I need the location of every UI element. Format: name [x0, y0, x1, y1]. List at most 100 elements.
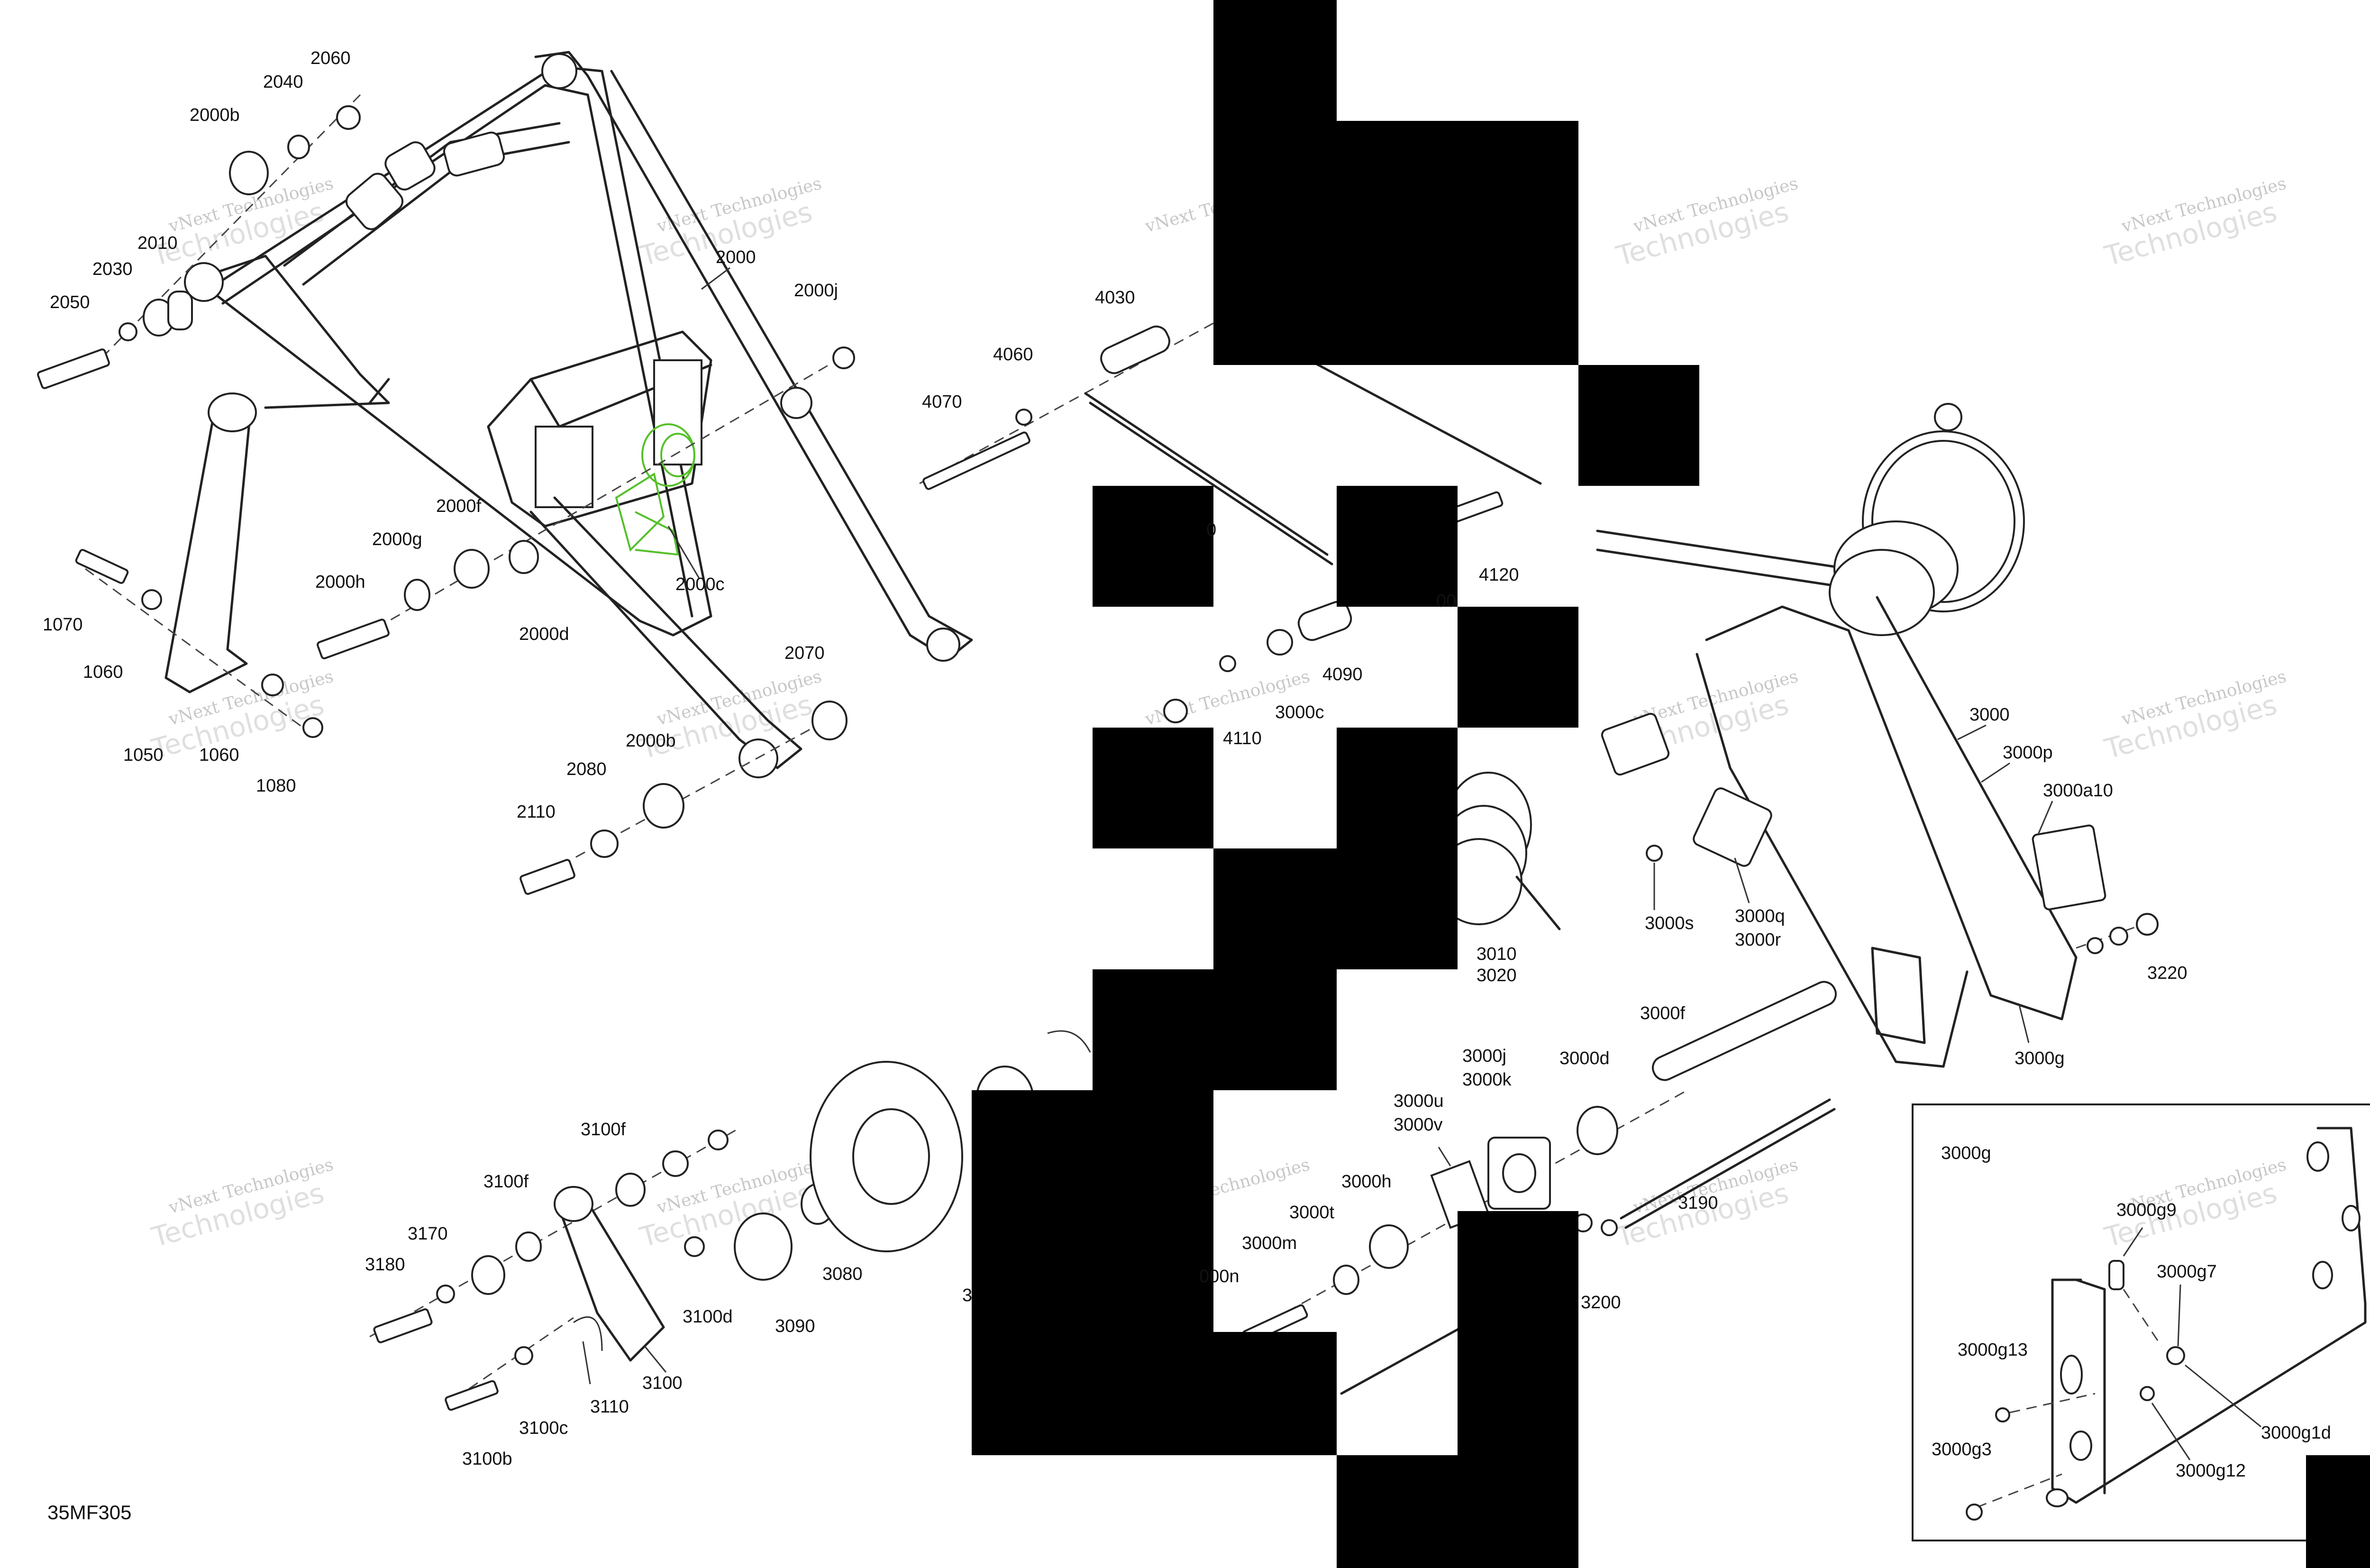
bushing-3000d: [1577, 1106, 1618, 1155]
redaction-blocks: [972, 0, 2370, 1568]
leader-line: [2151, 1403, 2191, 1460]
nut-3000g7: [2166, 1346, 2185, 1365]
washer-1060b: [261, 674, 284, 696]
nut-4110: [1163, 699, 1188, 723]
bushing-3100f-a: [615, 1173, 646, 1207]
leader-line: [2123, 1227, 2143, 1257]
axis-line: [2009, 1393, 2096, 1413]
washer-3000c: [1267, 629, 1293, 656]
callout-1060-b: 1060: [199, 745, 239, 765]
washer-4060: [1015, 409, 1032, 426]
left-lever-arm: [193, 255, 390, 409]
callout-3000s: 3000s: [1645, 913, 1694, 933]
inset-hole: [2046, 1488, 2069, 1507]
clip-3000s: [1646, 845, 1663, 862]
bushing-2000f: [454, 549, 490, 589]
callout-3-fragment: 3: [962, 1285, 972, 1305]
screw-3000g13: [1995, 1407, 2010, 1422]
nut-2000j: [832, 346, 855, 369]
callout-3080: 3080: [822, 1264, 863, 1284]
leader-line: [1734, 857, 1750, 903]
watermark-5: vNext Technologies Technologies: [2101, 174, 2288, 273]
redaction-block: [972, 1090, 1213, 1455]
bolt-2050: [37, 348, 110, 389]
callout-2110: 2110: [517, 802, 556, 822]
bushing-3000h: [1369, 1224, 1409, 1269]
mid-left-hardware: [317, 346, 855, 659]
washer-1060a: [141, 589, 162, 610]
left-lever-eye: [184, 262, 224, 302]
lever-eye-3100: [554, 1186, 593, 1222]
callout-2000b: 2000b: [190, 105, 240, 125]
callout-2050: 2050: [50, 292, 90, 312]
snap-ring: [1047, 1030, 1091, 1053]
highlighted-bushing-2000c: [615, 423, 695, 556]
callout-3000h: 3000h: [1341, 1172, 1392, 1192]
inset-plate-edge: [2075, 1278, 2106, 1495]
watermark-4: vNext Technologies Technologies: [1613, 174, 1800, 273]
redaction-block: [1337, 486, 1458, 607]
leader-line: [2177, 1284, 2181, 1347]
axis-line: [331, 350, 854, 655]
watermark-11: vNext Technologies Technologies: [148, 1155, 335, 1254]
inset-title: 3000g: [1941, 1143, 1991, 1163]
leader-line: [1438, 1147, 1451, 1167]
callout-2010: 2010: [137, 233, 178, 253]
callout-3200: 3200: [1581, 1293, 1621, 1313]
inset-hole: [2312, 1261, 2333, 1289]
leader-line: [1981, 762, 2010, 783]
block-3000j-bore: [1502, 1153, 1536, 1193]
redaction-block: [1093, 969, 1213, 1090]
washer-3100f-b: [515, 1231, 542, 1262]
callout-3190: 3190: [1678, 1193, 1718, 1213]
callout-1080: 1080: [256, 776, 296, 796]
callout-3100: 3100: [642, 1373, 683, 1393]
inset-hole: [2342, 1205, 2361, 1231]
upper-frame-assembly: [184, 51, 973, 778]
ring-3100f-a: [708, 1130, 729, 1150]
drawing-code: 35MF305: [47, 1501, 131, 1523]
callout-4090: 4090: [1322, 665, 1363, 684]
callout-3000p: 3000p: [2003, 743, 2053, 763]
callout-3000a10: 3000a10: [2043, 781, 2113, 801]
left-lever-pin: [368, 378, 390, 404]
callout-3100f-b: 3100f: [483, 1172, 529, 1192]
callout-3000q: 3000q: [1735, 906, 1785, 926]
callout-2000f: 2000f: [436, 496, 482, 516]
sleeve-4030: [1100, 325, 1170, 374]
callout-2040: 2040: [263, 72, 303, 92]
redaction-block: [1093, 486, 1213, 607]
crossbar-sleeve: [384, 141, 436, 191]
inset-side-plate: [2051, 1127, 2367, 1504]
spacer-2000b-lower: [643, 783, 684, 829]
callout-1070: 1070: [43, 615, 83, 635]
leader-line: [2037, 801, 2053, 835]
pedal-assembly: [75, 392, 323, 738]
bolt-1070: [75, 549, 129, 584]
callout-3000: 3000: [1969, 705, 2010, 725]
frame-bottom-bushing: [926, 628, 960, 662]
frame-top-joint: [534, 51, 589, 77]
washer-2040: [287, 135, 310, 159]
top-left-hardware: [37, 94, 361, 389]
callout-3000k: 3000k: [1462, 1070, 1512, 1090]
callout-3000c: 3000c: [1275, 702, 1324, 722]
redaction-block: [1578, 365, 1699, 486]
callout-4070: 4070: [922, 392, 962, 412]
bolt-4070: [922, 431, 1030, 490]
crossbar-sleeve: [345, 173, 404, 230]
right-frame-arm: [1695, 653, 1969, 1068]
leader-lines: [582, 267, 2261, 1460]
leader-line: [644, 1346, 667, 1373]
frame-top-nut: [1934, 403, 1962, 431]
callout-3100f: 3100f: [581, 1120, 626, 1140]
callout-3000g12: 3000g12: [2176, 1461, 2246, 1481]
handle-bar-edge: [1596, 548, 1850, 589]
axis-line: [530, 710, 844, 883]
callout-3000r: 3000r: [1735, 930, 1781, 950]
leader-line: [1957, 724, 1987, 740]
washer-3100c: [514, 1346, 533, 1365]
callout-3090: 3090: [775, 1316, 815, 1336]
callout-3000g: 3000g: [2014, 1048, 2065, 1068]
redaction-block: [1337, 121, 1578, 365]
